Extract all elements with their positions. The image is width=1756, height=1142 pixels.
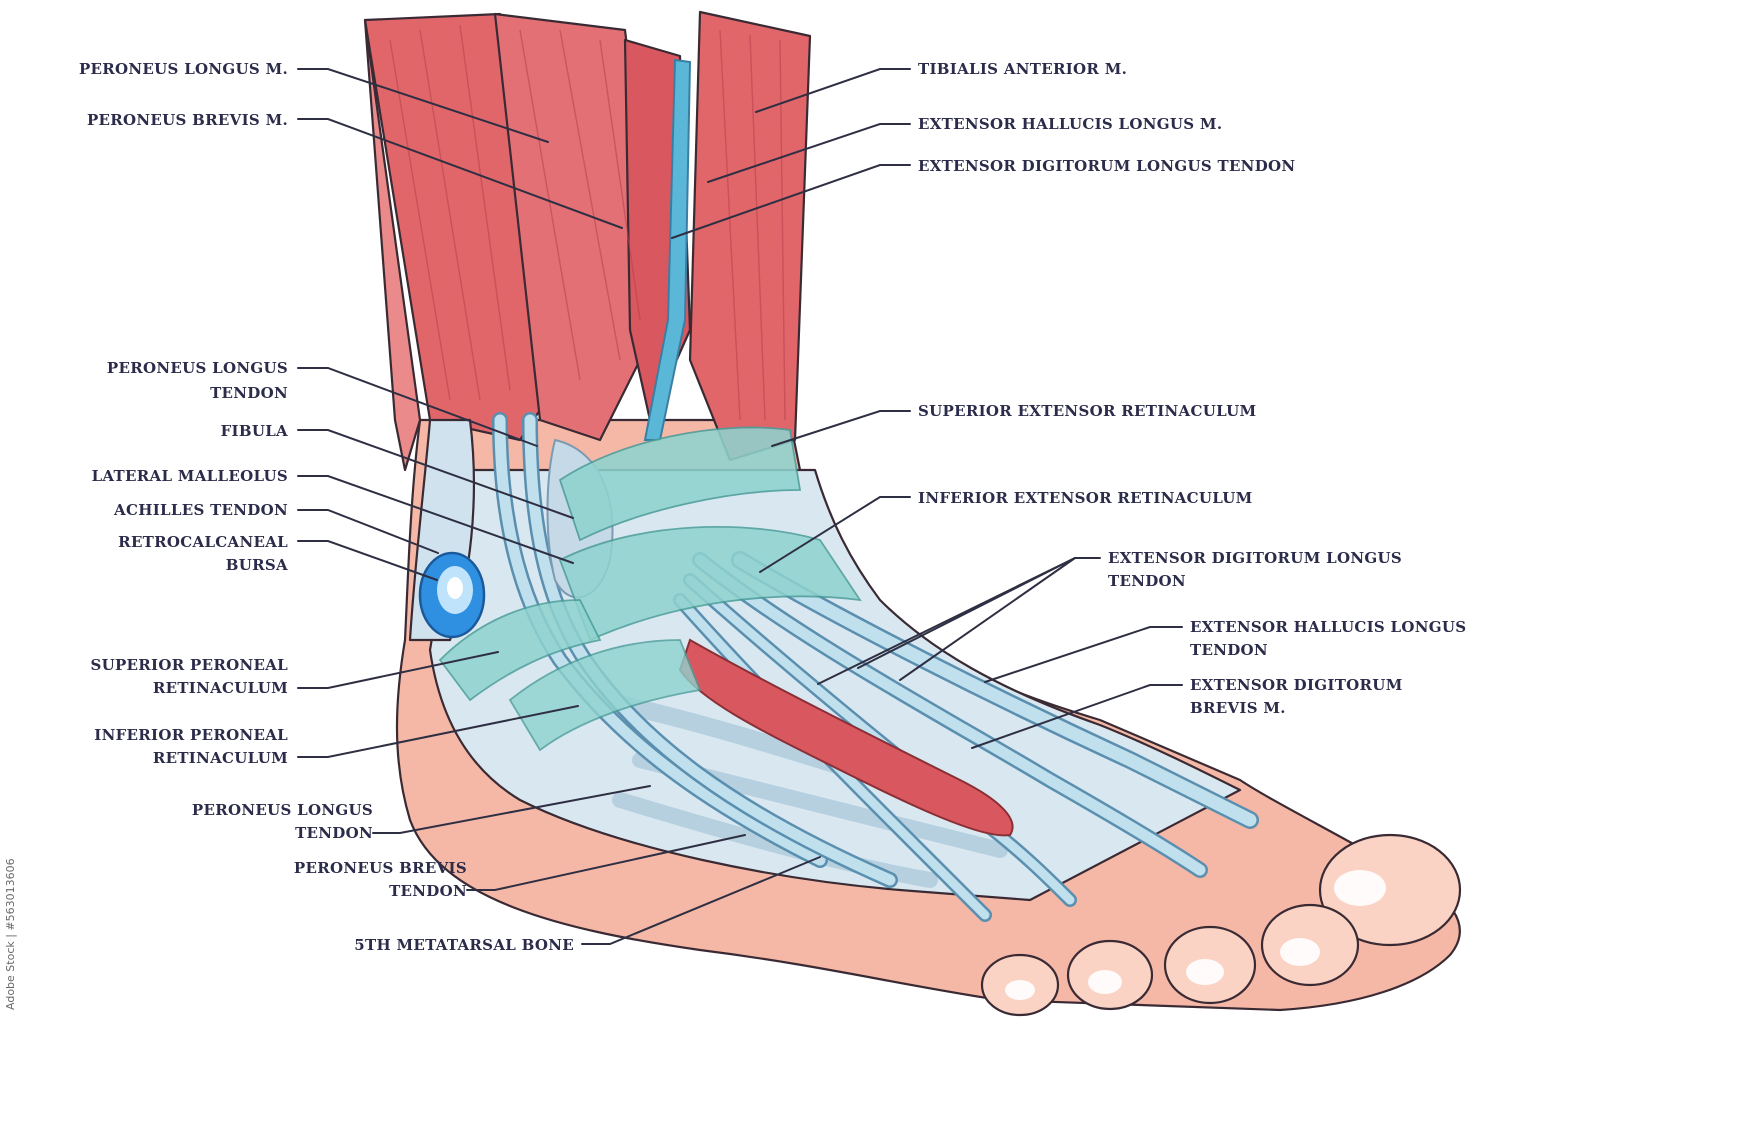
label-extensor-digitorum-brevis-m-line2: BREVIS M. [1190,699,1286,717]
leg-muscles [365,12,810,470]
labels-right: TIBIALIS ANTERIOR M. EXTENSOR HALLUCIS L… [918,60,1466,717]
stock-credit: Adobe Stock | #563013606 [4,858,17,1010]
label-lateral-malleolus: LATERAL MALLEOLUS [92,467,288,485]
label-extensor-hallucis-longus-m: EXTENSOR HALLUCIS LONGUS M. [918,115,1222,133]
label-extensor-digitorum-longus-tendon-upper: EXTENSOR DIGITORUM LONGUS TENDON [918,157,1295,175]
ankle-illustration [365,12,1460,1015]
label-peroneus-longus-tendon-lower-line2: TENDON [295,824,373,842]
label-achilles-tendon: ACHILLES TENDON [113,501,288,519]
label-extensor-hallucis-longus-tendon-line2: TENDON [1190,641,1268,659]
ankle-anatomy-diagram: PERONEUS LONGUS M. PERONEUS BREVIS M. PE… [0,0,1568,1020]
label-fibula: FIBULA [221,422,288,440]
label-peroneus-brevis-tendon-line2: TENDON [389,882,467,900]
label-extensor-digitorum-longus-tendon-lower-line1: EXTENSOR DIGITORUM LONGUS [1108,549,1402,567]
label-superior-peroneal-retinaculum-line1: SUPERIOR PERONEAL [90,656,288,674]
label-inferior-extensor-retinaculum: INFERIOR EXTENSOR RETINACULUM [918,489,1253,507]
label-extensor-hallucis-longus-tendon-line1: EXTENSOR HALLUCIS LONGUS [1190,618,1466,636]
tibialis-anterior-muscle [690,12,810,460]
label-inferior-peroneal-retinaculum-line2: RETINACULUM [153,749,288,767]
label-peroneus-longus-m: PERONEUS LONGUS M. [79,60,288,78]
label-superior-extensor-retinaculum: SUPERIOR EXTENSOR RETINACULUM [918,402,1256,420]
label-extensor-digitorum-brevis-m-line1: EXTENSOR DIGITORUM [1190,676,1403,694]
label-tibialis-anterior-m: TIBIALIS ANTERIOR M. [918,60,1127,78]
leader-extensor-hallucis-longus-tendon [985,627,1182,682]
label-retrocalcaneal-bursa-line2: BURSA [226,556,288,574]
label-peroneus-longus-tendon-upper-line1: PERONEUS LONGUS [107,359,288,377]
label-retrocalcaneal-bursa-line1: RETROCALCANEAL [118,533,288,551]
label-extensor-digitorum-longus-tendon-lower-line2: TENDON [1108,572,1186,590]
label-inferior-peroneal-retinaculum-line1: INFERIOR PERONEAL [94,726,288,744]
label-superior-peroneal-retinaculum-line2: RETINACULUM [153,679,288,697]
label-peroneus-longus-tendon-upper-line2: TENDON [210,384,288,402]
label-peroneus-longus-tendon-lower-line1: PERONEUS LONGUS [192,801,373,819]
label-fifth-metatarsal-bone: 5TH METATARSAL BONE [354,936,574,954]
label-peroneus-brevis-m: PERONEUS BREVIS M. [87,111,288,129]
label-peroneus-brevis-tendon-line1: PERONEUS BREVIS [294,859,467,877]
retrocalcaneal-bursa-shape [420,553,484,637]
